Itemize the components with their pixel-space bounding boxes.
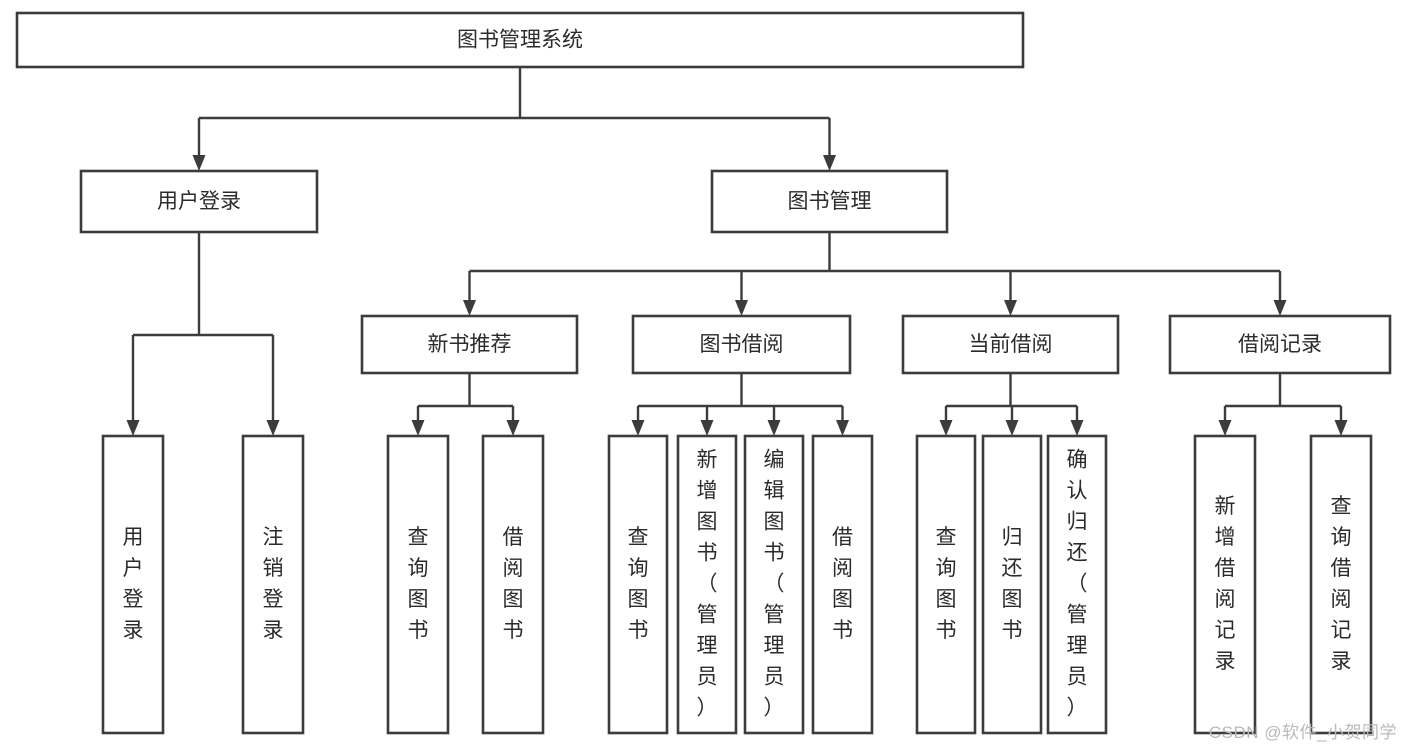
node-label: 借阅记录 <box>1238 333 1322 356</box>
node-leaf-confirm-return[interactable]: 确认归还（管理员） <box>1046 434 1108 735</box>
connector-layer <box>126 67 1348 436</box>
node-box <box>1193 434 1257 735</box>
arrow-head-icon <box>823 155 836 171</box>
node-label: 查询图书 <box>408 526 429 642</box>
node-box <box>915 434 977 735</box>
node-leaf-add-book[interactable]: 新增图书（管理员） <box>676 434 738 735</box>
node-leaf-query-book-2[interactable]: 查询图书 <box>607 434 669 735</box>
arrow-head-icon <box>463 300 476 316</box>
node-label: 借阅图书 <box>503 526 524 642</box>
node-label: 借阅图书 <box>832 526 853 642</box>
node-label: 编辑图书（管理员） <box>764 448 785 719</box>
node-box <box>710 169 949 234</box>
arrow-head-icon <box>411 420 425 436</box>
node-label: 当前借阅 <box>969 333 1053 356</box>
node-leaf-borrow-book-1[interactable]: 借阅图书 <box>481 434 545 735</box>
node-box <box>481 434 545 735</box>
arrow-head-icon <box>767 420 781 436</box>
node-leaf-add-record[interactable]: 新增借阅记录 <box>1193 434 1257 735</box>
node-book-borrow[interactable]: 图书借阅 <box>631 314 852 375</box>
node-book-manage[interactable]: 图书管理 <box>710 169 949 234</box>
arrow-head-icon <box>836 420 849 436</box>
node-label: 新增借阅记录 <box>1215 495 1236 673</box>
node-label: 用户登录 <box>157 190 241 213</box>
node-box <box>811 434 874 735</box>
node-box <box>676 434 738 735</box>
node-leaf-edit-book[interactable]: 编辑图书（管理员） <box>743 434 805 735</box>
node-box <box>241 434 305 735</box>
arrow-head-icon <box>506 420 520 436</box>
node-new-book-rec[interactable]: 新书推荐 <box>360 314 579 375</box>
node-label: 归还图书 <box>1002 526 1023 642</box>
node-leaf-borrow-book-2[interactable]: 借阅图书 <box>811 434 874 735</box>
arrow-head-icon <box>1273 300 1287 316</box>
arrow-head-icon <box>1005 420 1019 436</box>
node-label: 查询借阅记录 <box>1331 495 1352 673</box>
arrow-head-icon <box>700 420 714 436</box>
node-box <box>631 314 852 375</box>
arrow-head-icon <box>1004 300 1017 316</box>
node-leaf-return-book[interactable]: 归还图书 <box>981 434 1043 735</box>
arrow-head-icon <box>1218 420 1232 436</box>
node-box <box>743 434 805 735</box>
node-label: 图书借阅 <box>700 333 784 356</box>
node-box <box>1309 434 1373 735</box>
node-label: 新增图书（管理员） <box>697 448 718 719</box>
node-label: 新书推荐 <box>428 333 512 356</box>
node-leaf-user-login[interactable]: 用户登录 <box>101 434 165 735</box>
arrow-head-icon <box>1334 420 1348 436</box>
node-current-borrow[interactable]: 当前借阅 <box>901 314 1120 375</box>
node-label: 注销登录 <box>263 526 284 642</box>
node-box <box>360 314 579 375</box>
node-leaf-query-book-3[interactable]: 查询图书 <box>915 434 977 735</box>
node-box <box>15 11 1025 69</box>
arrow-head-icon <box>939 420 953 436</box>
node-leaf-query-book-1[interactable]: 查询图书 <box>386 434 450 735</box>
node-leaf-logout[interactable]: 注销登录 <box>241 434 305 735</box>
node-label: 查询图书 <box>936 526 957 642</box>
node-label: 图书管理系统 <box>457 29 583 52</box>
node-box <box>1046 434 1108 735</box>
node-box <box>901 314 1120 375</box>
node-label: 图书管理 <box>788 190 872 213</box>
node-label: 查询图书 <box>628 526 649 642</box>
node-box <box>79 169 319 234</box>
arrow-head-icon <box>631 420 645 436</box>
arrow-head-icon <box>126 420 140 436</box>
node-box <box>607 434 669 735</box>
node-box <box>981 434 1043 735</box>
node-box <box>101 434 165 735</box>
arrow-head-icon <box>735 300 748 316</box>
node-layer: 图书管理系统用户登录图书管理新书推荐图书借阅当前借阅借阅记录用户登录注销登录查询… <box>15 11 1392 735</box>
node-leaf-query-record[interactable]: 查询借阅记录 <box>1309 434 1373 735</box>
node-label: 确认归还（管理员） <box>1067 448 1088 719</box>
node-user-login[interactable]: 用户登录 <box>79 169 319 234</box>
node-borrow-record[interactable]: 借阅记录 <box>1168 314 1392 375</box>
node-root[interactable]: 图书管理系统 <box>15 11 1025 69</box>
arrow-head-icon <box>192 155 206 171</box>
node-box <box>386 434 450 735</box>
node-label: 用户登录 <box>123 526 144 642</box>
arrow-head-icon <box>266 420 280 436</box>
arrow-head-icon <box>1070 420 1084 436</box>
node-box <box>1168 314 1392 375</box>
